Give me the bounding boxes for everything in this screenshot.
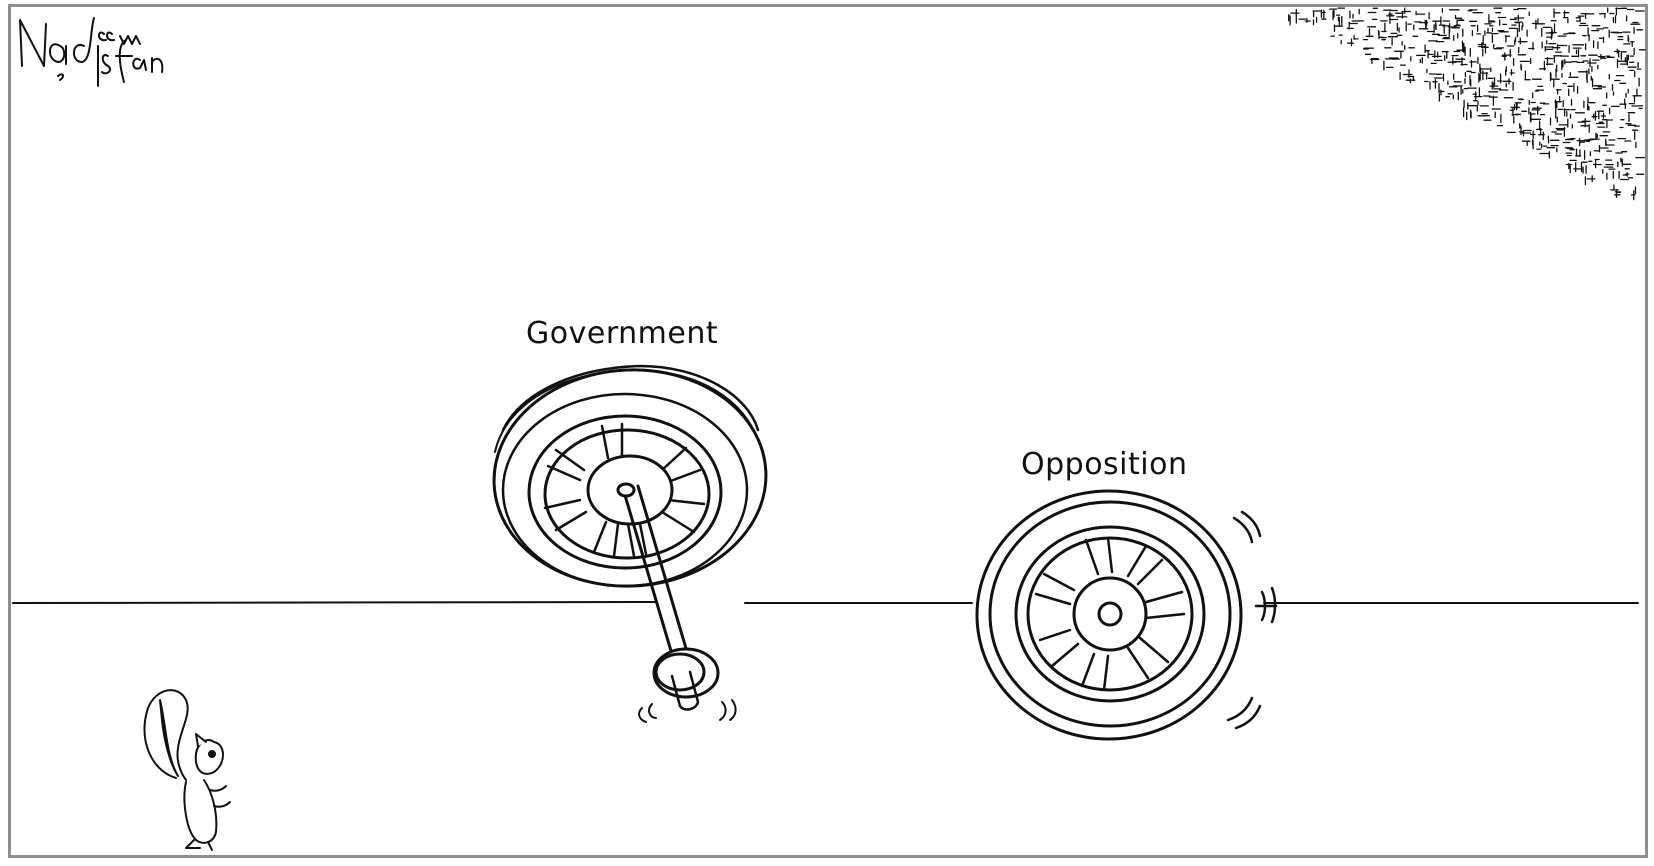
hatched-shadow — [1288, 7, 1646, 201]
government-axle — [622, 484, 695, 680]
ground-line — [12, 601, 1639, 604]
government-wheel — [492, 364, 768, 723]
opposition-label: Opposition — [1021, 447, 1188, 482]
government-wheel-spokes — [543, 422, 706, 558]
squirrel-mascot — [143, 689, 231, 851]
motion-marks — [1226, 510, 1278, 730]
artist-signature — [19, 17, 164, 87]
cartoon-frame — [8, 4, 1648, 858]
hatch-strokes — [1288, 7, 1646, 201]
wobble-marks — [638, 699, 737, 723]
opposition-wheel-spokes — [1034, 536, 1186, 692]
opposition-wheel — [975, 489, 1278, 741]
government-label: Government — [526, 316, 719, 351]
